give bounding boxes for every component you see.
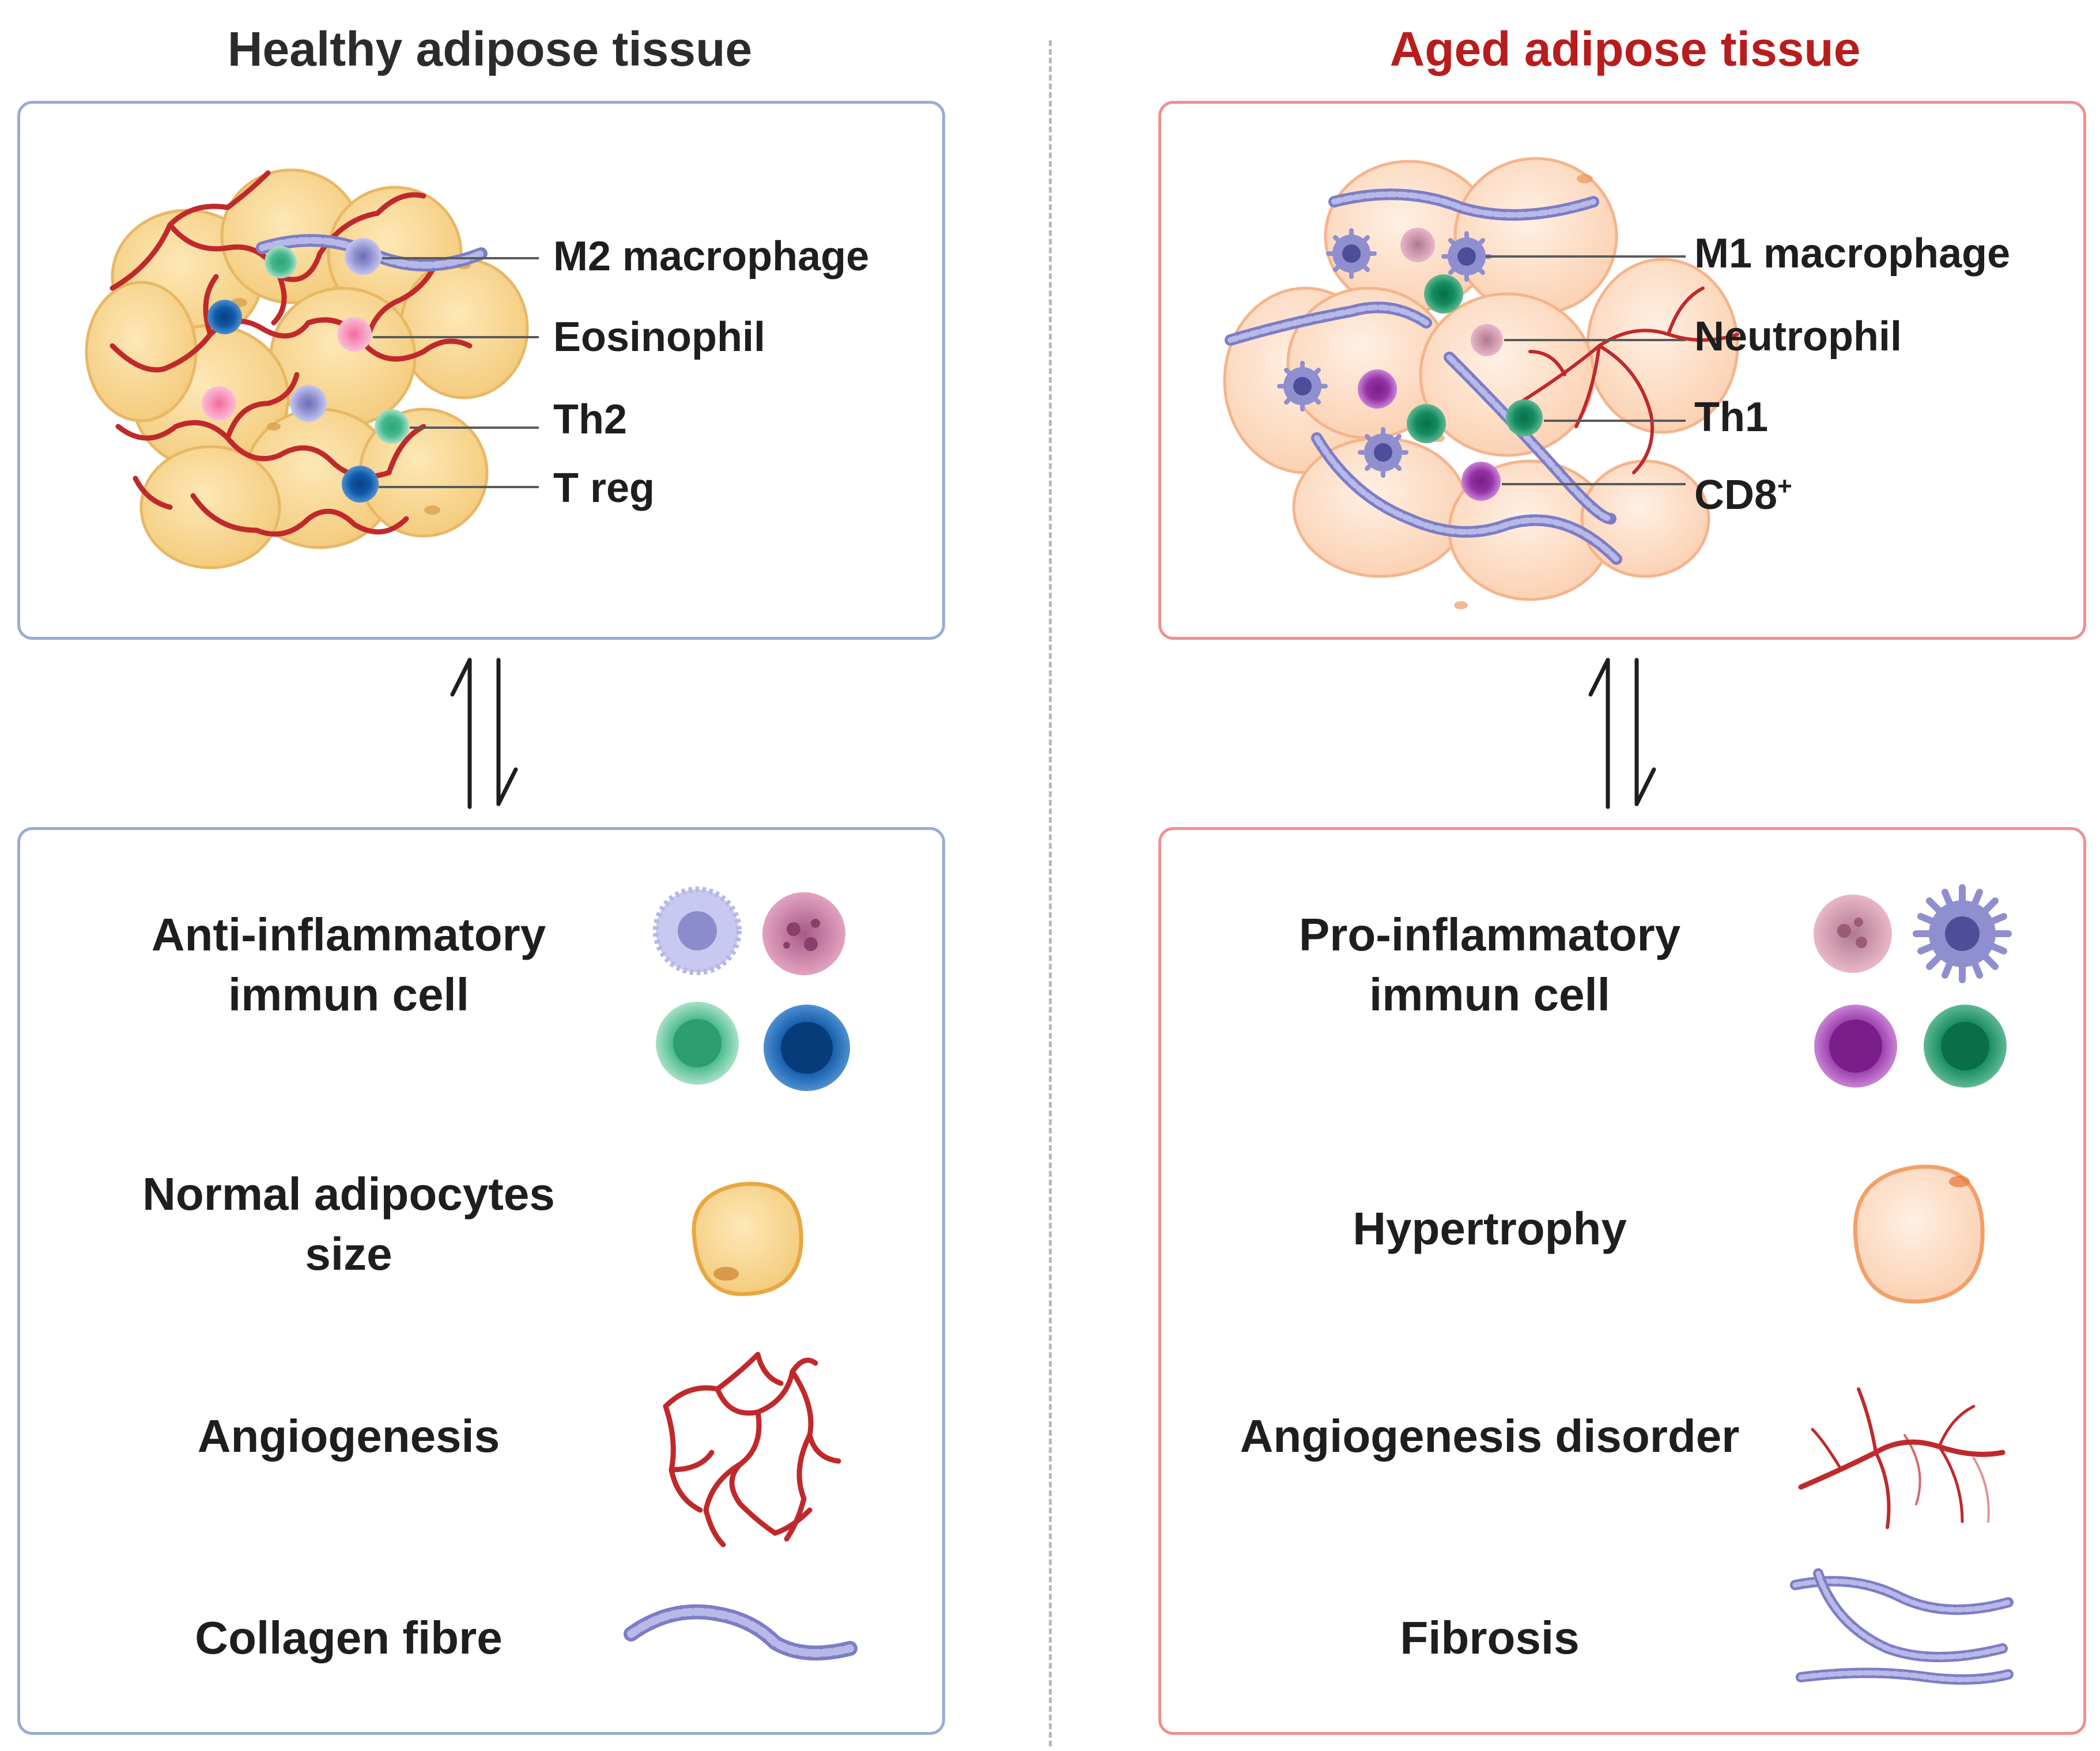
label-m2-macrophage: M2 macrophage (553, 233, 870, 280)
disordered-vessel-icon (1798, 1387, 2005, 1529)
healthy-tissue-illustration (85, 168, 539, 569)
hypertrophy-adipocyte-icon (1853, 1164, 1985, 1304)
label-th2: Th2 (553, 397, 628, 443)
aged-equilibrium-arrows (1588, 658, 1656, 809)
anti-inflammatory-cells-icon (653, 886, 850, 1091)
label-m1-macrophage: M1 macrophage (1694, 231, 2011, 277)
pro-inflammatory-cells-icon (1814, 884, 2012, 1088)
feature-pro-inflammatory: Pro-inflammatory immun cell (1298, 909, 1681, 1020)
center-divider (1049, 40, 1052, 1746)
fibrosis-icon (1790, 1568, 2014, 1685)
healthy-features-panel: Anti-inflammatory immun cell Normal adip… (17, 827, 945, 1735)
aged-features-panel: Pro-inflammatory immun cell Hypertrophy … (1158, 827, 2086, 1735)
aged-tissue-illustration (1223, 157, 1739, 609)
aged-title: Aged adipose tissue (1389, 22, 1861, 76)
aged-tissue-panel: M1 macrophage Neutrophil Th1 CD8+ (1158, 101, 2086, 640)
healthy-tissue-panel: M2 macrophage Eosinophil Th2 T reg (17, 101, 945, 640)
feature-anti-inflammatory: Anti-inflammatory immun cell (151, 909, 546, 1020)
label-cd8-superscript: + (1777, 472, 1792, 500)
label-cd8-text: CD8 (1694, 472, 1778, 518)
normal-adipocyte-icon (692, 1182, 803, 1296)
collagen-fibre-icon (624, 1604, 858, 1661)
vessel-network-icon (663, 1352, 841, 1548)
feature-angiogenesis-disorder: Angiogenesis disorder (1240, 1410, 1740, 1462)
label-t-reg: T reg (553, 465, 655, 511)
label-cd8: CD8+ (1694, 463, 1792, 518)
label-eosinophil: Eosinophil (553, 314, 765, 360)
label-th1: Th1 (1694, 394, 1769, 440)
feature-hypertrophy: Hypertrophy (1353, 1203, 1627, 1254)
healthy-title: Healthy adipose tissue (227, 22, 753, 76)
label-neutrophil: Neutrophil (1694, 314, 1902, 360)
feature-normal-adipocytes: Normal adipocytes size (142, 1168, 555, 1280)
healthy-equilibrium-arrows (450, 658, 518, 809)
feature-collagen-fibre: Collagen fibre (195, 1612, 503, 1663)
feature-fibrosis: Fibrosis (1400, 1612, 1580, 1663)
feature-angiogenesis: Angiogenesis (197, 1410, 500, 1462)
